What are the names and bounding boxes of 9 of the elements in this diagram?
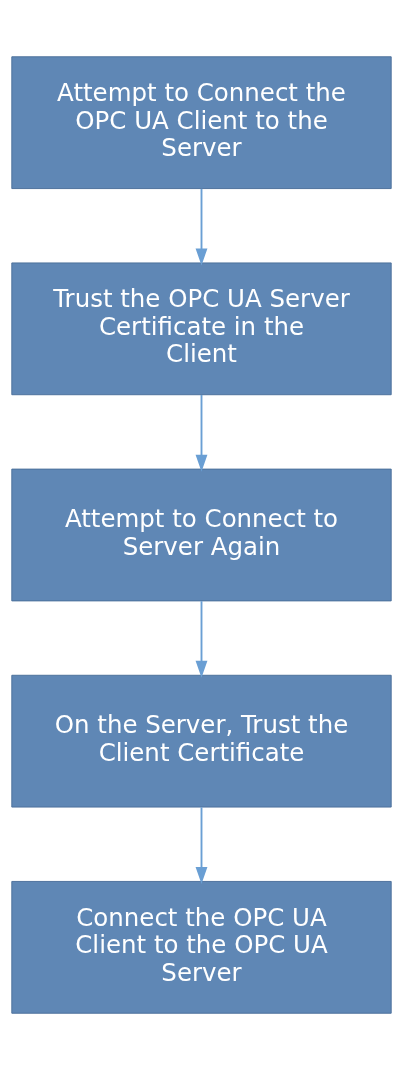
arrow <box>195 187 208 265</box>
arrow <box>195 393 208 472</box>
arrow <box>195 805 208 884</box>
node-box: Attempt to Connect to Server Again <box>11 468 392 601</box>
node-box: Attempt to Connect the OPC UA Client to the Server <box>11 55 392 189</box>
node-box: Trust the OPC UA Server Certificate in the Client <box>11 261 392 395</box>
node-box: Connect the OPC UA Client to the OPC UA Server <box>11 880 392 1014</box>
node-box: On the Server, Trust the Client Certificate <box>11 674 392 808</box>
arrow <box>195 599 208 678</box>
